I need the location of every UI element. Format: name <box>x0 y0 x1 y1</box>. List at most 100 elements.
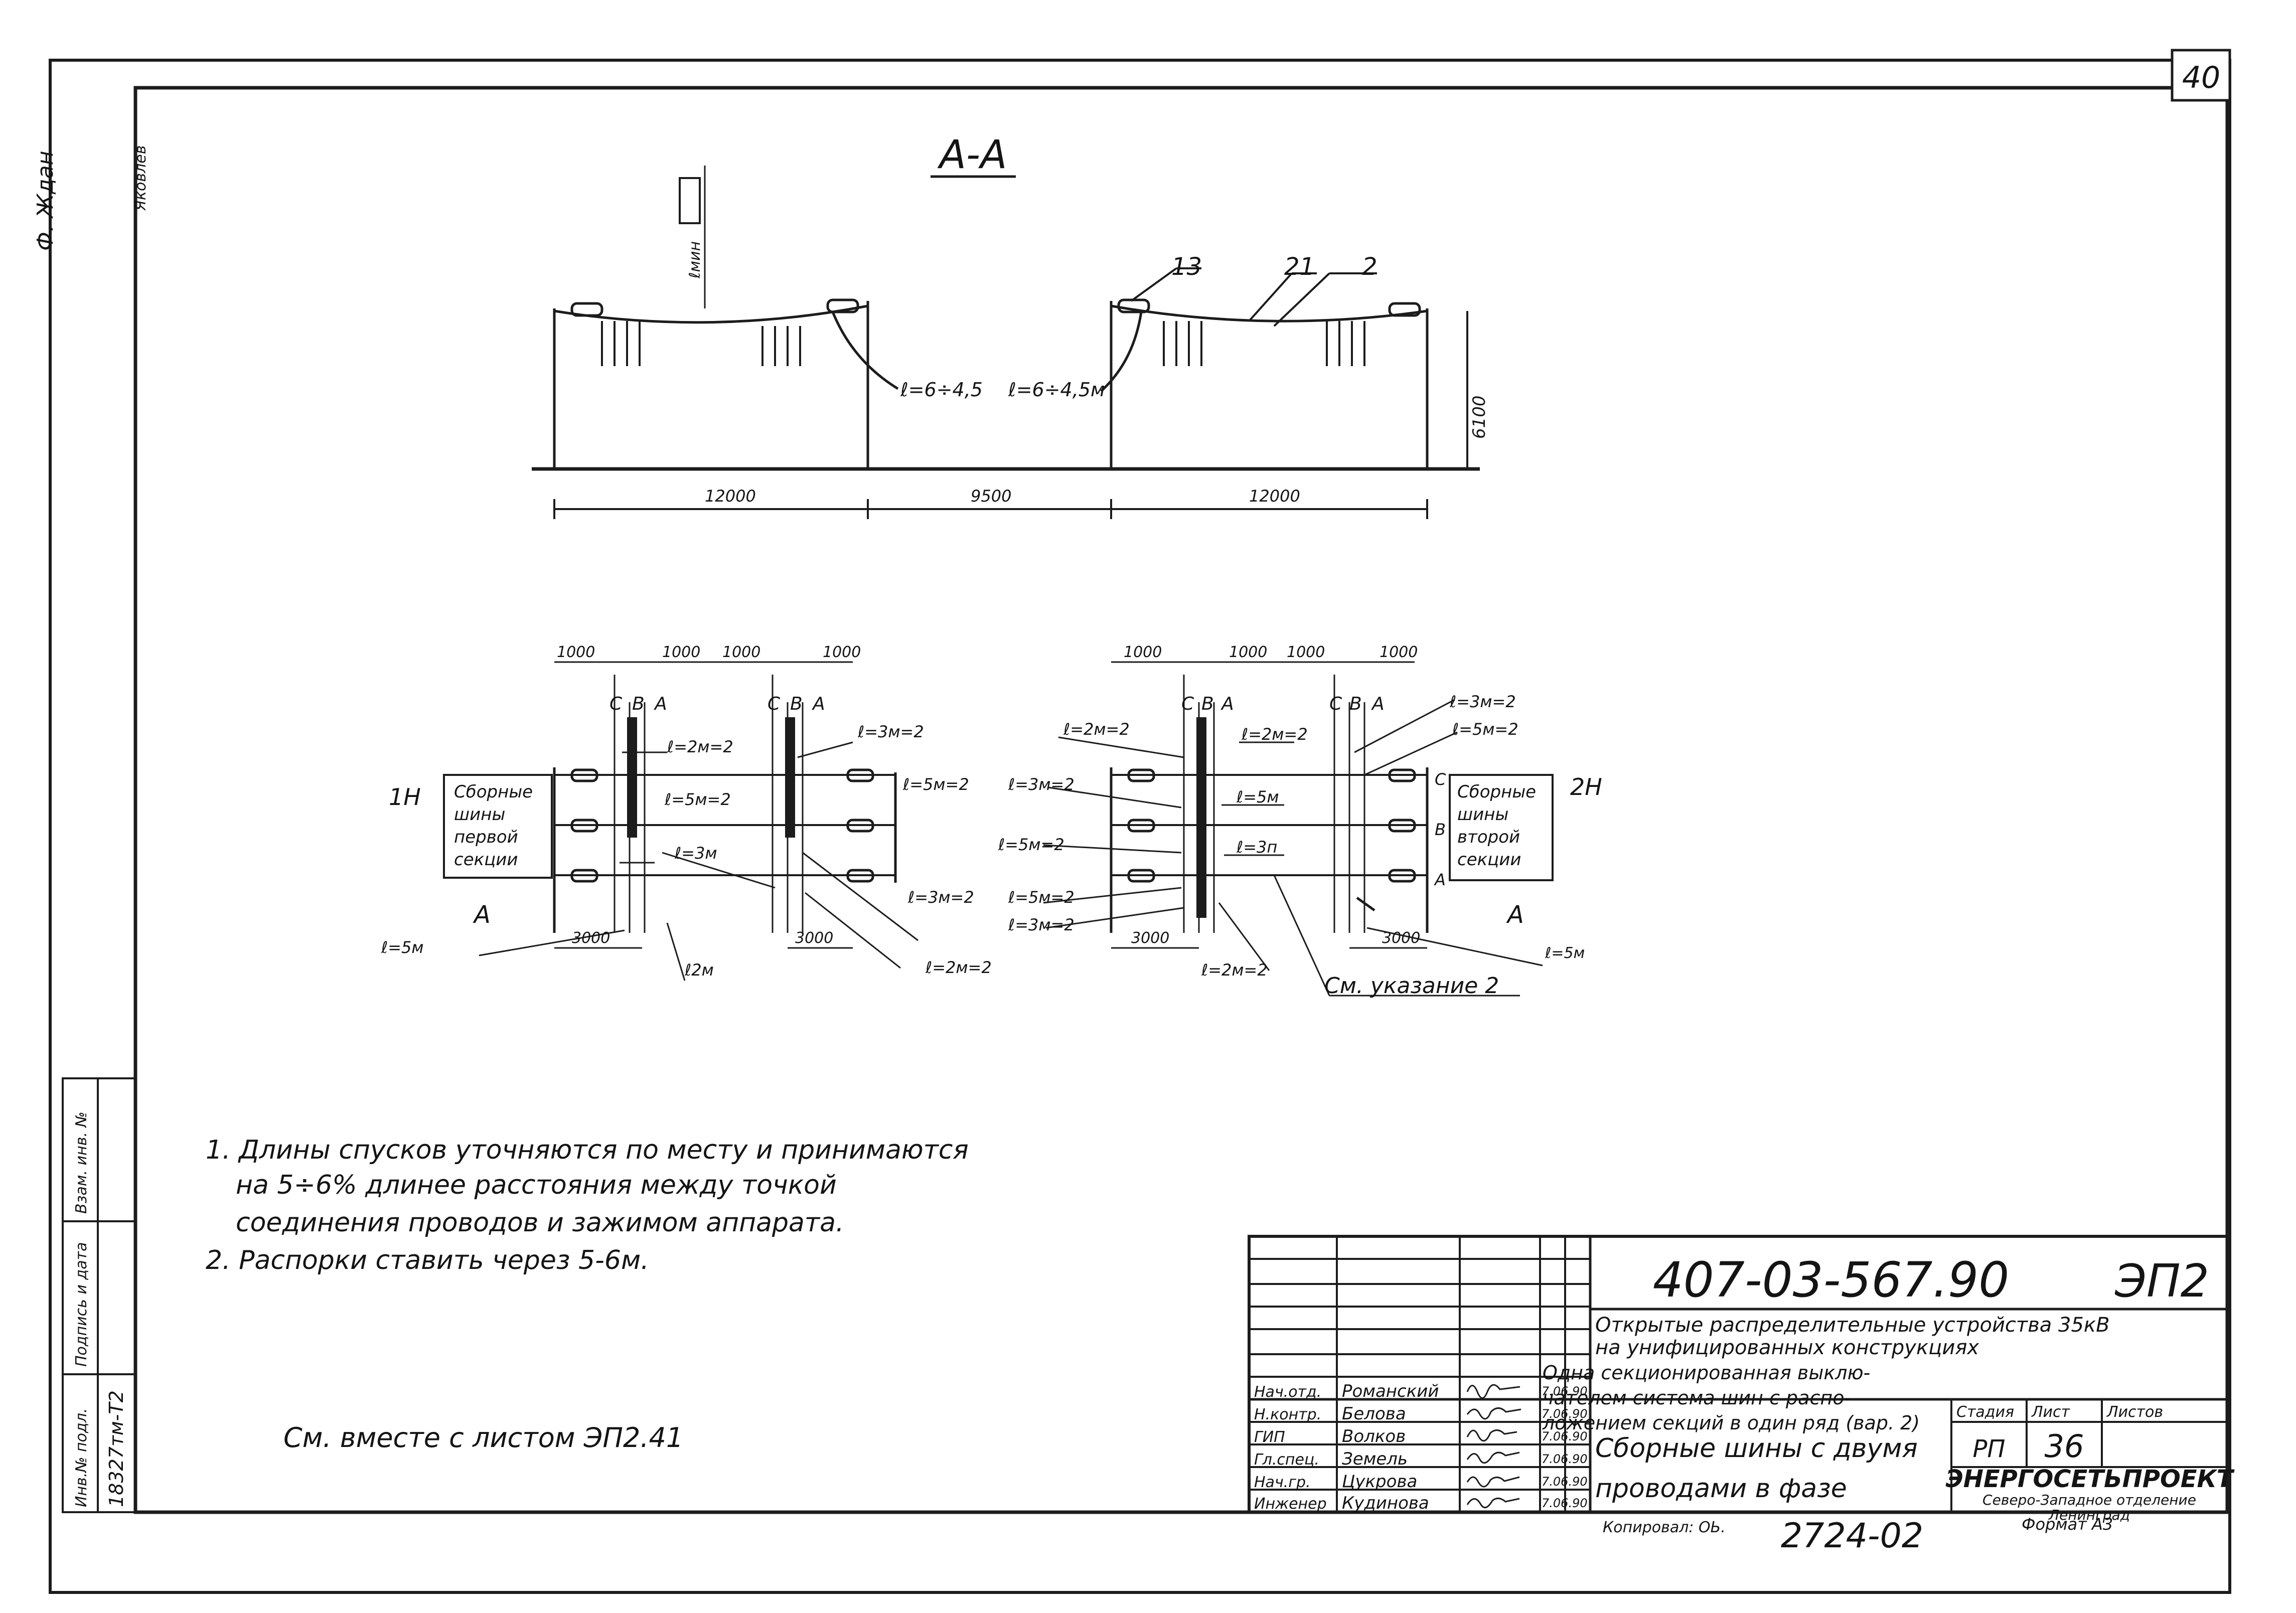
signature-name: Земель <box>1342 1449 1408 1469</box>
phase-label: С <box>1435 770 1446 789</box>
busbar-span-left <box>554 304 868 324</box>
outer-frame <box>49 59 2231 1594</box>
sheet-mark: ЭП2 <box>2114 1255 2209 1308</box>
assembly-id-right: 2Н <box>1570 773 1602 800</box>
wire-label: ℓ=5м=2 <box>998 835 1064 854</box>
busbar-box-line: Сборные <box>1457 782 1536 802</box>
wire-label: ℓ=3м=2 <box>1008 775 1075 794</box>
dim-label: 12000 <box>1249 487 1300 506</box>
dim-label: 3000 <box>1131 929 1169 947</box>
signature-name: Романский <box>1342 1381 1439 1401</box>
busbar-span-right <box>1111 304 1428 322</box>
format-label: Формат А3 <box>2022 1515 2113 1534</box>
section-title: А-А <box>937 132 1007 178</box>
phase-label: А <box>1371 694 1385 714</box>
busbar-box-line: второй <box>1457 827 1520 847</box>
page-number-box <box>2171 49 2231 102</box>
busbar-box-line: секции <box>454 850 518 870</box>
dim-label: 1000 <box>722 643 760 661</box>
scheme-line: Одна секционированная выклю- <box>1543 1362 1870 1384</box>
wire-label: ℓ=2м=2 <box>925 958 992 977</box>
signature-name: Цукрова <box>1342 1472 1417 1492</box>
dim-label: 1000 <box>1124 643 1162 661</box>
inventory-number: 18327тм-Т2 <box>105 1390 127 1507</box>
assembly-id-left: 1Н <box>389 783 421 811</box>
wire-label: ℓ=5м=2 <box>902 775 969 794</box>
signature-role: Инженер <box>1254 1495 1327 1513</box>
phase-label: В <box>1435 820 1446 839</box>
signature-date: 7.06.90 <box>1542 1384 1588 1398</box>
signature-date: 7.06.90 <box>1542 1407 1588 1421</box>
dim-label: 1000 <box>1380 643 1418 661</box>
wire-label: ℓ=5м <box>381 938 424 957</box>
wire-label: ℓ=2м=2 <box>1201 960 1268 980</box>
busbar-box-line: Сборные <box>454 782 533 802</box>
busbar-box-line: шины <box>454 804 505 825</box>
signature-name: Белова <box>1342 1404 1406 1424</box>
copied-label: Копировал: ОЬ. <box>1603 1519 1726 1536</box>
busbar-box-line: секции <box>1457 850 1521 870</box>
signature-date: 7.06.90 <box>1542 1496 1588 1510</box>
sheets-header: Листов <box>2106 1403 2163 1421</box>
wire-label: ℓ=3м=2 <box>907 888 974 907</box>
stamp-label: Инв.№ подл. <box>73 1408 90 1507</box>
clearance-label: ℓмин <box>686 241 704 279</box>
project-title-line: на унифицированных конструкциях <box>1595 1336 1979 1359</box>
insulator-string <box>826 298 859 313</box>
phase-label: А <box>654 694 667 714</box>
signature-role: ГИП <box>1254 1428 1285 1446</box>
phase-label: В <box>1349 694 1362 714</box>
phase-label: В <box>1201 694 1214 714</box>
signature-role: Гл.спец. <box>1254 1451 1319 1469</box>
dim-label: 3000 <box>1382 929 1420 947</box>
dim-label: 1000 <box>557 643 595 661</box>
signature-role: Нач.отд. <box>1254 1383 1321 1401</box>
wire-label: ℓ2м <box>684 960 714 980</box>
reference-note: См. указание 2 <box>1324 973 1499 999</box>
phase-label: С <box>768 694 781 714</box>
scheme-line: чателем система шин с распо- <box>1543 1387 1851 1409</box>
section-view <box>532 166 1480 519</box>
dim-label: 3000 <box>795 929 833 947</box>
document-code: 407-03-567.90 <box>1653 1252 2010 1308</box>
clearance-marker <box>679 177 701 224</box>
drawing-title-line: Сборные шины с двумя <box>1595 1433 1918 1464</box>
drop-length-right: ℓ=6÷4,5м <box>1008 379 1105 401</box>
section-mark-right: А <box>1506 901 1524 929</box>
plan-left <box>443 661 919 981</box>
stamp-label: Подпись и дата <box>73 1242 90 1367</box>
wire-label: ℓ=3п <box>1236 838 1277 857</box>
plan-right <box>1043 661 1554 997</box>
dim-label: 1000 <box>1287 643 1325 661</box>
wire-label: ℓ=3м <box>674 844 717 863</box>
wire-label: ℓ=3м=2 <box>1008 915 1075 934</box>
stamp-label: Взам. инв. № <box>73 1111 90 1214</box>
signature-date: 7.06.90 <box>1542 1452 1588 1466</box>
apparatus-support <box>601 321 1365 366</box>
margin-note: Яковлев <box>132 145 149 211</box>
dim-label: 1000 <box>823 643 861 661</box>
see-also-note: См. вместе с листом ЭП2.41 <box>283 1422 683 1454</box>
drop-wire-left <box>831 311 899 390</box>
dim-label: 12000 <box>705 487 756 506</box>
phase-label: А <box>1220 694 1234 714</box>
dim-label: 3000 <box>572 929 610 947</box>
insulator-string <box>1388 302 1421 317</box>
busbar-box-line: шины <box>1457 804 1508 825</box>
project-title-line: Открытые распределительные устройства 35… <box>1595 1314 2110 1337</box>
wire-label: ℓ=5м=2 <box>1008 888 1075 907</box>
sheet-header: Лист <box>2031 1403 2071 1421</box>
wire-label: ℓ=2м=2 <box>667 737 733 756</box>
signature-date: 7.06.90 <box>1542 1475 1588 1489</box>
drop-wire-right <box>1100 311 1143 392</box>
signature-role: Н.контр. <box>1254 1406 1321 1423</box>
signature-role: Нач.гр. <box>1254 1474 1311 1491</box>
section-mark-left: А <box>473 901 491 929</box>
wire-label: ℓ=2м=2 <box>1063 720 1130 739</box>
stage-header: Стадия <box>1956 1403 2014 1421</box>
scheme-line: ложением секций в один ряд (вар. 2) <box>1542 1412 1920 1434</box>
margin-stamp <box>62 1077 136 1513</box>
wire-label: ℓ=5м=2 <box>1452 720 1518 739</box>
margin-handwriting: Ф. Ждан <box>33 151 58 251</box>
